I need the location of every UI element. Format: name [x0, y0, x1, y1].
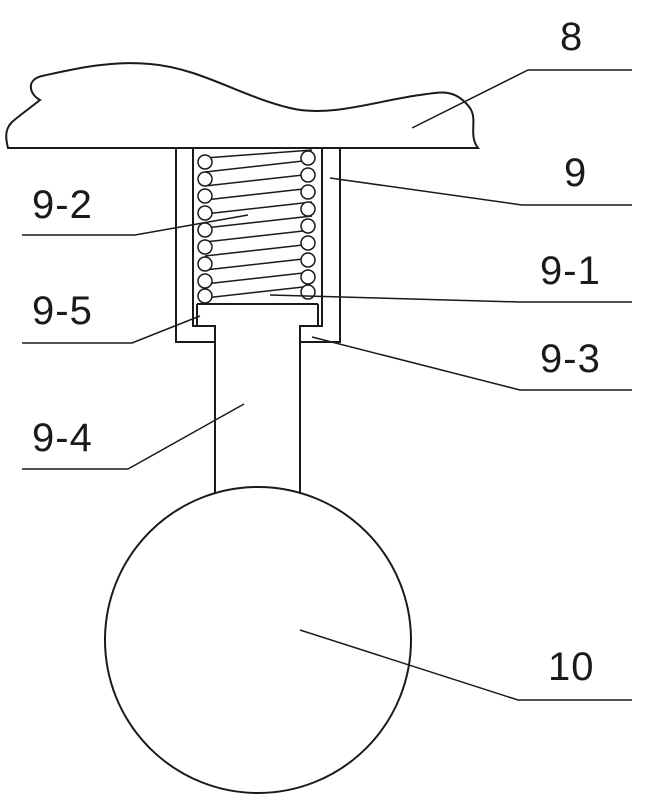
label-part-9: 9 — [564, 151, 587, 195]
spring-right-coils — [301, 151, 315, 299]
label-part-9-4: 9-4 — [32, 416, 93, 460]
ball-part-10 — [105, 487, 411, 793]
plate-part-8 — [6, 63, 478, 148]
rod-part-9-4 — [215, 326, 300, 492]
piston-head-part-9-5 — [197, 304, 318, 326]
spring-left-coils — [198, 155, 212, 303]
label-part-9-5: 9-5 — [32, 289, 93, 333]
label-part-10: 10 — [548, 645, 595, 689]
label-part-8: 8 — [560, 15, 583, 59]
label-part-9-1: 9-1 — [540, 249, 601, 293]
label-part-9-2: 9-2 — [32, 183, 93, 227]
spring-part-9-1 — [198, 150, 315, 303]
label-part-9-3: 9-3 — [540, 337, 601, 381]
